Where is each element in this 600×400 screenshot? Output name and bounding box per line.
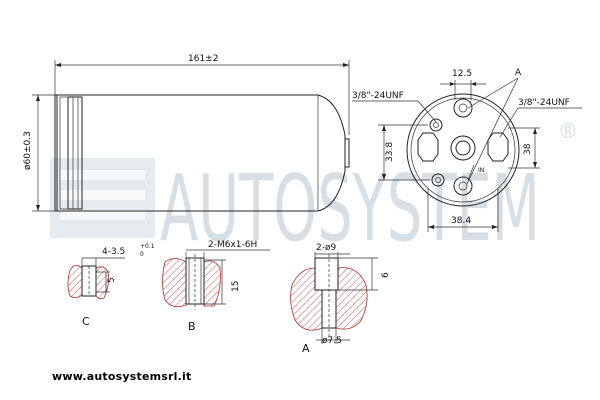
watermark: AUTOSYSTEM ® [50,119,578,262]
detail-a-dim-bottom: ø7.5 [322,336,342,346]
detail-b-side: 15 [231,281,241,292]
side-view: 161±2 ø60±0.3 [23,54,350,212]
port-label-a: A [515,68,522,78]
watermark-brand: AUTOSYSTEM [160,155,540,262]
detail-a-dim-top: 2-ø9 [316,243,336,253]
detail-c-side: 5 [107,277,117,283]
detail-a: 2-ø9 6 ø7.5 A [290,243,391,355]
detail-c: 4-3.5 +0.1 0 5 C [67,243,155,328]
detail-b-dim: 2-M6x1-6H [208,240,257,250]
detail-b: 2-M6x1-6H 15 B [162,240,270,333]
dim-38: 38 [523,143,533,155]
length-dimension: 161±2 [188,54,218,64]
website-url: www.autosystemsrl.it [52,370,192,383]
in-label: IN [478,167,484,174]
detail-a-label: A [302,342,310,355]
detail-c-tol2: 0 [140,251,144,258]
thread-left: 3/8"-24UNF [352,91,404,101]
detail-c-dim: 4-3.5 [102,247,125,257]
thread-right: 3/8"-24UNF [518,98,570,108]
end-view: IN 12.5 A 3/8"-24UNF 3/8"-24UNF 33.8 38 [352,68,582,232]
detail-a-side: 6 [381,272,391,278]
detail-c-label: C [82,315,90,328]
watermark-registered-mark: ® [558,119,578,143]
dim-38-4: 38.4 [451,216,471,226]
dim-33-8: 33.8 [385,142,395,162]
dim-12-5: 12.5 [452,69,472,79]
diameter-dimension: ø60±0.3 [23,131,33,170]
end-view-outline [406,93,520,207]
detail-b-label: B [188,320,196,333]
detail-c-tol: +0.1 [140,243,155,250]
